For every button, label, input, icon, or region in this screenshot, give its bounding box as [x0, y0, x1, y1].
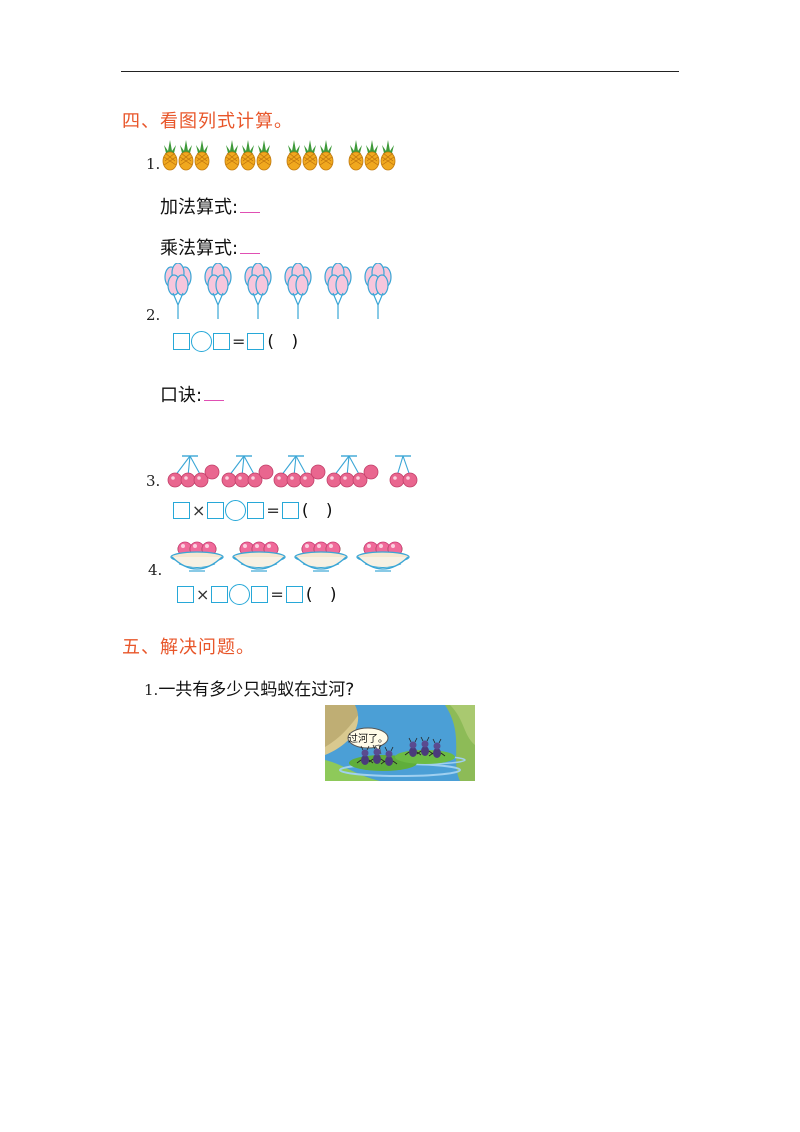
balloon-bunch-icon — [324, 263, 352, 319]
addition-row: 加法算式: — [160, 193, 261, 219]
pineapple-icon — [240, 140, 256, 171]
addition-label: 加法算式: — [160, 197, 239, 218]
pineapple-icon — [302, 140, 318, 171]
unit-parentheses[interactable]: ( ) — [267, 331, 305, 352]
peach-bowl-icon — [294, 541, 348, 572]
section-4-title: 四、看图列式计算。 — [122, 111, 293, 132]
ant-icon — [428, 738, 446, 758]
peach-bowl-icon — [170, 541, 224, 572]
times-sign: × — [196, 585, 210, 604]
answer-box-3[interactable] — [247, 502, 265, 519]
times-sign: × — [192, 501, 206, 520]
question-1-number: 1. — [146, 155, 161, 173]
ant-icon — [380, 746, 398, 766]
pineapple-icon — [178, 140, 194, 171]
rhyme-label: 口诀: — [160, 385, 203, 406]
answer-box-2[interactable] — [213, 333, 230, 350]
ant-icon — [356, 745, 374, 765]
answer-box-1[interactable] — [173, 333, 190, 350]
ant-icon — [404, 737, 422, 757]
speech-bubble-text: 过河了。 — [348, 732, 388, 745]
answer-box-4[interactable] — [285, 586, 303, 603]
ant-icon — [368, 744, 386, 764]
section-5-title: 五、解决问题。 — [122, 637, 255, 658]
answer-box-2[interactable] — [211, 586, 229, 603]
balloon-bunch-icon — [284, 263, 312, 319]
question-5-1-text: 一共有多少只蚂蚁在过河? — [158, 680, 355, 700]
peach-bowl-icon — [232, 541, 286, 572]
cherry-groups — [163, 452, 423, 490]
unit-parentheses[interactable]: ( ) — [305, 584, 343, 605]
multiplication-row: 乘法算式: — [160, 234, 261, 260]
multiplication-answer-blank[interactable] — [240, 239, 261, 254]
rhyme-row: 口诀: — [160, 381, 225, 407]
pineapple-icon — [380, 140, 396, 171]
ant-icon — [416, 736, 434, 756]
equals-sign: = — [232, 332, 246, 351]
pineapple-icon — [224, 140, 240, 171]
answer-box-1[interactable] — [173, 502, 190, 519]
answer-box-3[interactable] — [251, 586, 269, 603]
balloon-bunches — [160, 263, 400, 321]
cherry-bunch-icon — [167, 455, 220, 488]
answer-box-3[interactable] — [247, 333, 265, 350]
ants-crossing-river-picture: 过河了。 — [325, 705, 475, 781]
question-5-1-number: 1. — [144, 681, 159, 699]
balloon-bunch-icon — [244, 263, 272, 319]
operator-circle[interactable] — [225, 500, 247, 521]
balloon-bunch-icon — [364, 263, 392, 319]
pineapple-icon — [256, 140, 272, 171]
cherry-bunch-icon — [326, 455, 379, 488]
peach-bowls — [167, 535, 417, 575]
pineapple-icon — [194, 140, 210, 171]
question-3-equation: × = ( ) — [173, 500, 338, 521]
question-4-equation: × = ( ) — [177, 584, 342, 605]
question-4-number: 4. — [148, 561, 163, 579]
pineapple-icon — [286, 140, 302, 171]
addition-answer-blank[interactable] — [240, 198, 261, 213]
equals-sign: = — [266, 501, 280, 520]
cherry-bunch-icon — [389, 455, 418, 488]
pineapple-icon — [318, 140, 334, 171]
question-5-1: 1.一共有多少只蚂蚁在过河? — [144, 675, 354, 700]
answer-box-1[interactable] — [177, 586, 194, 603]
answer-box-2[interactable] — [207, 502, 225, 519]
top-rule — [121, 71, 679, 72]
operator-circle[interactable] — [229, 584, 251, 605]
question-3-number: 3. — [146, 472, 161, 490]
operator-circle[interactable] — [191, 331, 212, 352]
cherry-bunch-icon — [273, 455, 326, 488]
pineapple-groups — [161, 137, 411, 171]
pineapple-icon — [162, 140, 178, 171]
answer-box-4[interactable] — [281, 502, 299, 519]
multiplication-label: 乘法算式: — [160, 238, 239, 259]
balloon-bunch-icon — [204, 263, 232, 319]
balloon-bunch-icon — [164, 263, 192, 319]
unit-parentheses[interactable]: ( ) — [301, 500, 339, 521]
question-2-number: 2. — [146, 306, 161, 324]
pineapple-icon — [364, 140, 380, 171]
pineapple-icon — [348, 140, 364, 171]
peach-bowl-icon — [356, 541, 410, 572]
equals-sign: = — [270, 585, 284, 604]
cherry-bunch-icon — [221, 455, 274, 488]
question-2-equation: = ( ) — [173, 331, 304, 352]
rhyme-answer-blank[interactable] — [204, 386, 225, 401]
